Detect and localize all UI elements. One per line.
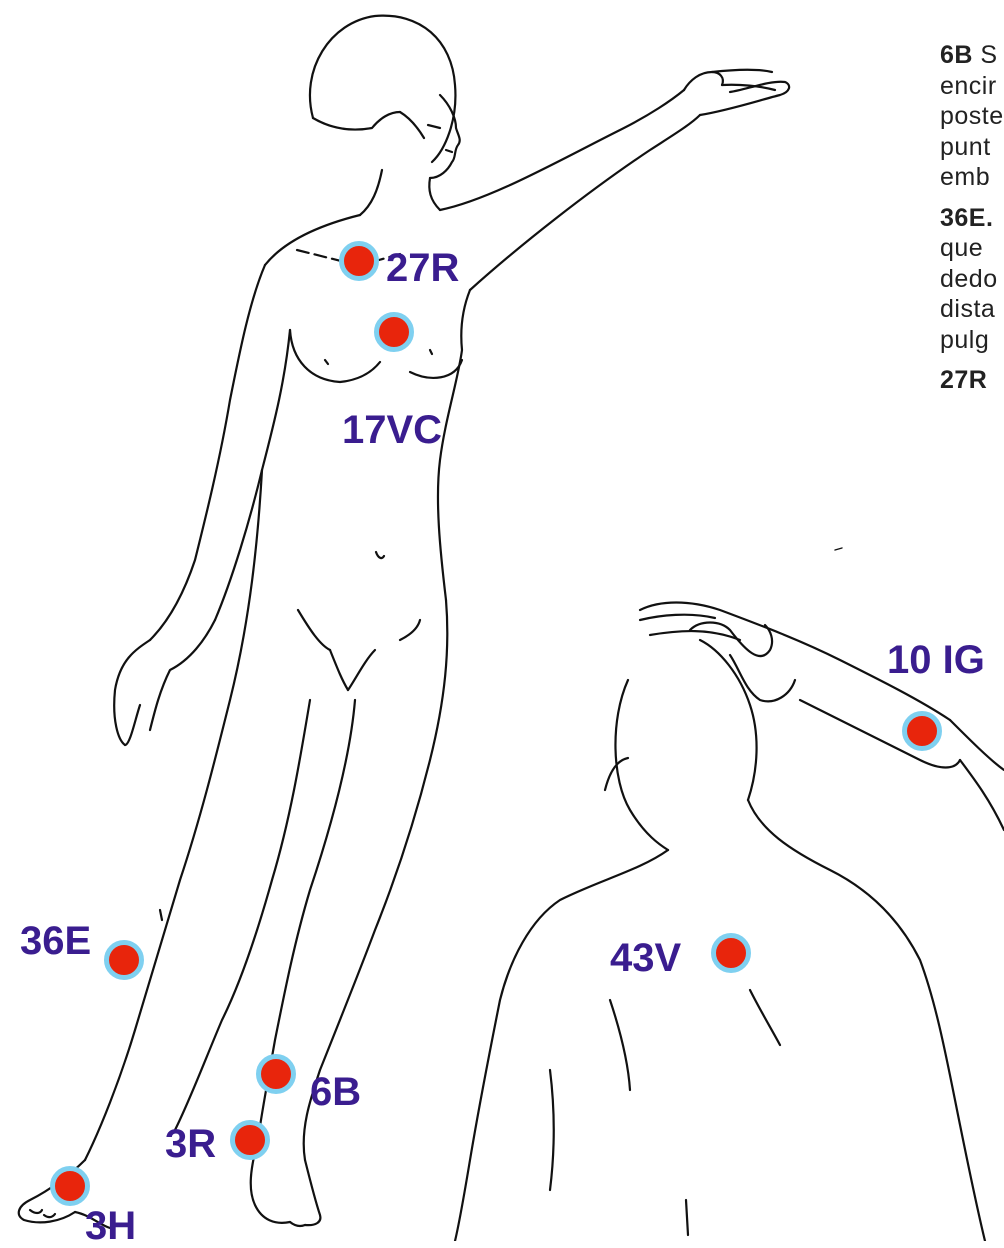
back-figure [455, 603, 1004, 1242]
standing-figure [19, 16, 789, 1228]
side-text-p2-line-2: dedo [940, 265, 998, 293]
point-marker-10IG [902, 711, 942, 751]
point-marker-36E [104, 940, 144, 980]
side-text-column: 6B S encir poste punt emb 36E. que dedo … [940, 40, 1004, 406]
point-marker-6B [256, 1054, 296, 1094]
side-text-p2-line-4: pulg [940, 326, 989, 354]
side-text-p1-line-1: S [980, 41, 997, 69]
side-text-p3-bold: 27R [940, 366, 987, 394]
point-marker-17VC [374, 312, 414, 352]
point-label-36E: 36E [20, 921, 91, 961]
side-text-p2-line-3: dista [940, 295, 995, 323]
side-text-p2-bold: 36E. [940, 204, 993, 232]
point-label-17VC: 17VC [342, 410, 442, 450]
point-marker-3R [230, 1120, 270, 1160]
side-text-paragraph-2: 36E. que dedo dista pulg [940, 203, 1004, 356]
point-marker-43V [711, 933, 751, 973]
point-label-3H: 3H [85, 1206, 136, 1246]
point-label-43V: 43V [610, 938, 681, 978]
side-text-p1-line-3: poste [940, 102, 1004, 130]
side-text-paragraph-3: 27R [940, 365, 1004, 396]
side-text-p1-line-5: emb [940, 163, 990, 191]
side-text-p1-bold: 6B [940, 41, 973, 69]
side-text-paragraph-1: 6B S encir poste punt emb [940, 40, 1004, 193]
point-label-27R: 27R [386, 248, 459, 288]
side-text-p2-line-1: que [940, 234, 983, 262]
point-label-3R: 3R [165, 1124, 216, 1164]
point-marker-3H [50, 1166, 90, 1206]
point-label-6B: 6B [310, 1072, 361, 1112]
point-label-10IG: 10 IG [887, 640, 985, 680]
side-text-p1-line-4: punt [940, 133, 991, 161]
point-marker-27R [339, 241, 379, 281]
side-text-p1-line-2: encir [940, 72, 997, 100]
